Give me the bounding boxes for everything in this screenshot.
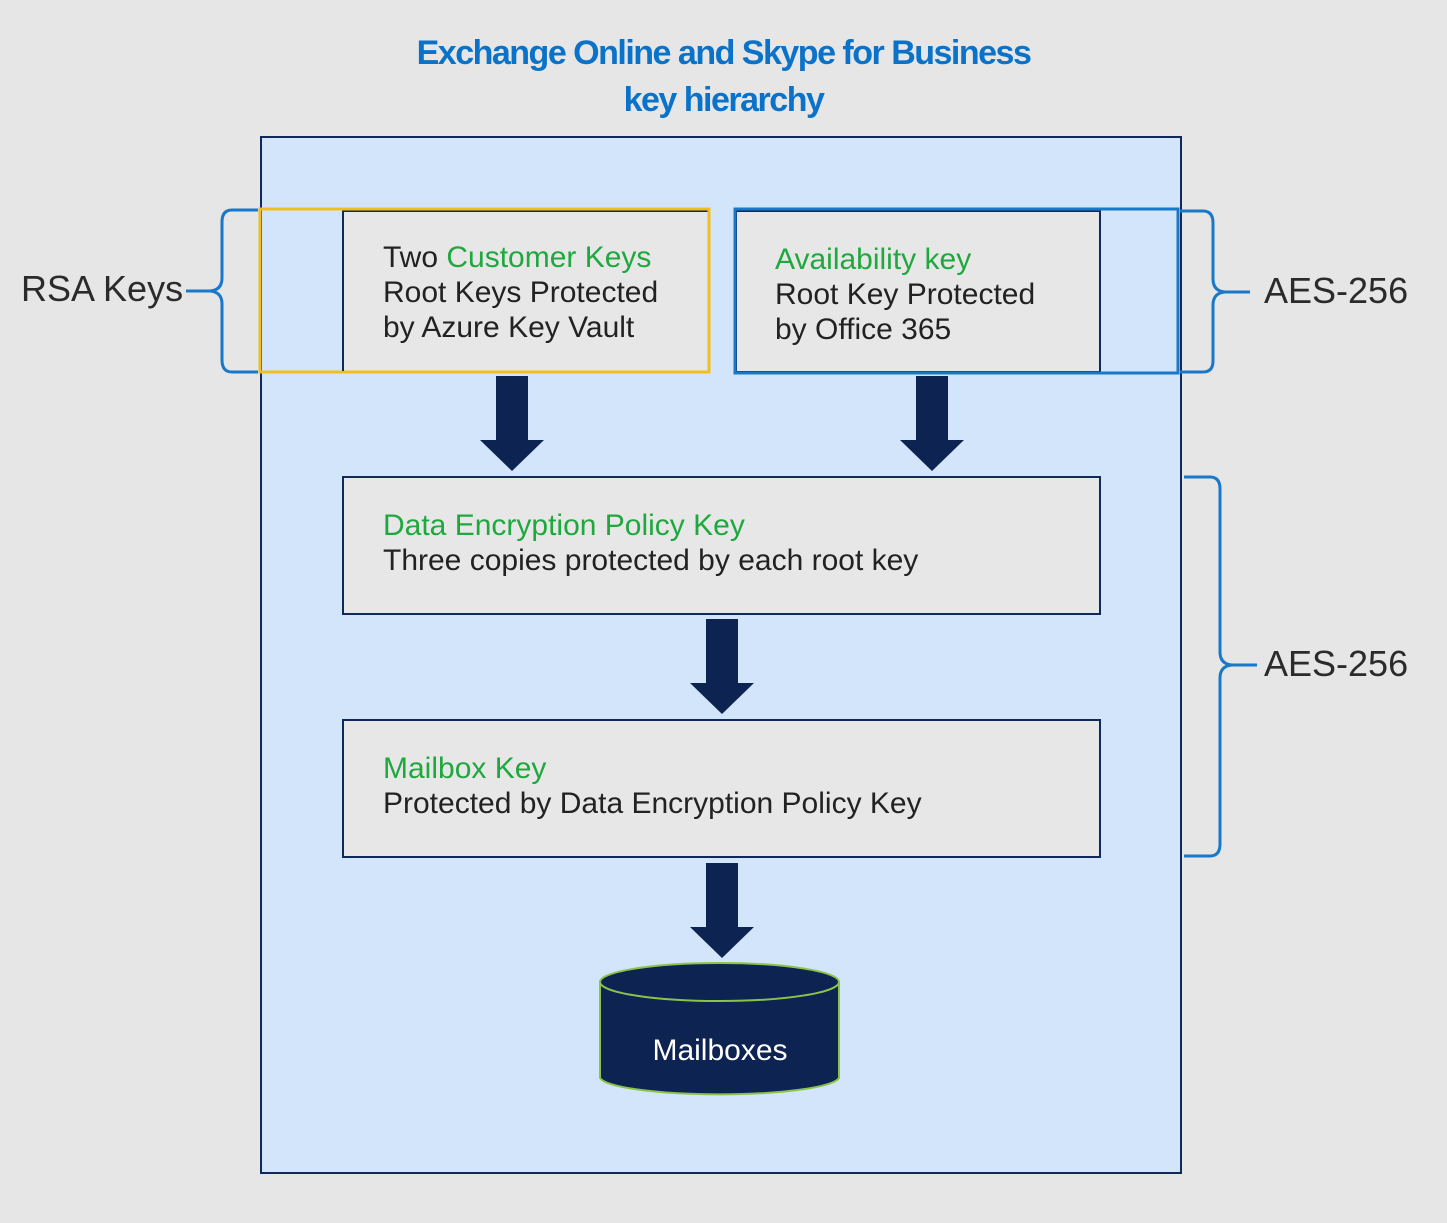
dep-key-text: Data Encryption Policy Key Three copies … <box>383 508 918 578</box>
availability-key-highlight: Availability key <box>775 243 972 276</box>
mailboxes-cylinder-top <box>599 962 840 1002</box>
rsa-brace <box>186 208 258 374</box>
customer-keys-text: Two Customer Keys Root Keys Protected by… <box>383 240 658 345</box>
mailbox-key-text: Mailbox Key Protected by Data Encryption… <box>383 751 922 821</box>
customer-keys-outline <box>258 207 711 374</box>
dep-key-box <box>342 476 1101 615</box>
arrow-customer-to-dep <box>480 376 544 471</box>
mailbox-key-highlight: Mailbox Key <box>383 752 547 785</box>
customer-keys-line2: Root Keys Protected <box>383 276 659 309</box>
dep-key-highlight: Data Encryption Policy Key <box>383 509 745 542</box>
availability-key-line2: Root Key Protected <box>775 278 1036 311</box>
aes-256-top-label: AES-256 <box>1264 270 1409 311</box>
arrow-mailbox-to-db <box>690 863 754 958</box>
aes-256-bottom-label: AES-256 <box>1264 643 1409 684</box>
arrow-availability-to-dep <box>900 376 964 471</box>
mailbox-key-line2: Protected by Data Encryption Policy Key <box>383 787 922 820</box>
availability-key-outline <box>733 207 1180 375</box>
arrow-dep-to-mailbox <box>690 619 754 714</box>
customer-keys-highlight: Customer Keys <box>446 241 652 274</box>
availability-key-line3: by Office 365 <box>775 313 952 346</box>
mailbox-key-box <box>342 719 1101 858</box>
availability-key-text: Availability key Root Key Protected by O… <box>775 242 1035 347</box>
customer-keys-line3: by Azure Key Vault <box>383 311 635 344</box>
aes-bottom-brace <box>1184 475 1257 858</box>
mailboxes-cylinder <box>599 982 840 1096</box>
rsa-keys-label: RSA Keys <box>21 268 184 309</box>
aes-top-brace <box>1180 209 1250 374</box>
diagram-title-line2: key hierarchy <box>623 81 825 119</box>
customer-keys-prefix: Two <box>383 241 447 274</box>
diagram-title-line1: Exchange Online and Skype for Business <box>416 34 1032 72</box>
dep-key-line2: Three copies protected by each root key <box>383 544 919 577</box>
mailboxes-label: Mailboxes <box>652 1034 788 1067</box>
